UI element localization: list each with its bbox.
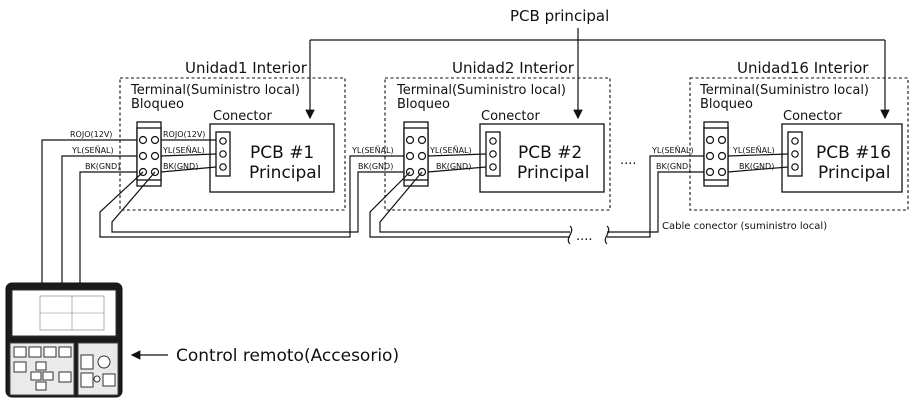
indoor-unit-16: Unidad16 Interior Terminal(Suministro lo… [689,59,909,211]
unit-1-terminal-block [136,121,162,187]
unit-2-bloqueo-label: Bloqueo [397,97,450,112]
unit-1-pcb-sublabel: Principal [249,163,321,183]
unit-1-rojo-label: ROJO(12V) [163,130,205,139]
unit-16-bk-label: BK(GND) [739,162,774,171]
unit-1-connector [215,131,231,177]
ext-rojo-label: ROJO(12V) [70,130,112,139]
unit-16-terminal-label: Terminal(Suministro local) [699,83,869,98]
unit-2-pcb-label: PCB #2 [518,143,582,163]
unit-1-conector-label: Conector [213,109,272,124]
remote-label: Control remoto(Accesorio) [176,346,399,366]
unit-2-ext-bk-label: BK(GND) [358,162,393,171]
unit-2-conector-label: Conector [481,109,540,124]
unit-1-bk-label: BK(GND) [163,162,198,171]
remote-controller [5,282,123,398]
pcb-principal-arrows [305,28,890,120]
unit-16-terminal-block [703,121,729,187]
unit-16-title: Unidad16 Interior [737,59,869,77]
indoor-unit-2: Unidad2 Interior Terminal(Suministro loc… [384,59,611,211]
break-ellipsis: .... [576,229,593,244]
unit-2-enclosure [384,77,611,211]
unit-1-bloqueo-label: Bloqueo [131,97,184,112]
unit-16-pcb-label: PCB #16 [816,143,891,163]
unit-2-connector [485,131,501,177]
cable-conector-label: Cable conector (suministro local) [662,221,827,232]
unit-2-bk-label: BK(GND) [436,162,471,171]
unit-2-title: Unidad2 Interior [452,59,575,77]
unit-16-ext-bk-label: BK(GND) [656,162,691,171]
unit-2-terminal-block [403,121,429,187]
unit-16-yl-label: YL(SEÑAL) [732,145,775,155]
pcb-principal-label: PCB principal [510,7,609,25]
unit-1-terminal-label: Terminal(Suministro local) [130,83,300,98]
ext-yl-label: YL(SEÑAL) [71,145,114,155]
unit-2-pcb [479,123,605,193]
unit-16-ext-yl-label: YL(SEÑAL) [651,145,694,155]
ext-bk-label: BK(GND) [85,162,120,171]
unit-16-bloqueo-label: Bloqueo [700,97,753,112]
unit-2-pcb-sublabel: Principal [517,163,589,183]
remote-wires [41,139,137,283]
unit-1-pcb-label: PCB #1 [250,143,314,163]
unit-1-yl-label: YL(SEÑAL) [162,145,205,155]
unit-16-enclosure [689,77,909,211]
unit-2-yl-label: YL(SEÑAL) [429,145,472,155]
unit-16-pcb-sublabel: Principal [818,163,890,183]
unit-1-enclosure [119,77,346,211]
unit-16-connector [787,131,803,177]
unit-1-title: Unidad1 Interior [185,59,308,77]
unit-2-ext-yl-label: YL(SEÑAL) [351,145,394,155]
unit-2-terminal-label: Terminal(Suministro local) [396,83,566,98]
bus-cable-2-16: .... YL(SEÑAL) BK(GND) .... Cable conect… [369,145,827,245]
bus-cable-1-2: YL(SEÑAL) BK(GND) [99,145,404,238]
unit-1-pcb [209,123,335,193]
unit-16-conector-label: Conector [783,109,842,124]
units-ellipsis: .... [620,153,637,168]
indoor-unit-1: Unidad1 Interior Terminal(Suministro loc… [70,59,346,211]
